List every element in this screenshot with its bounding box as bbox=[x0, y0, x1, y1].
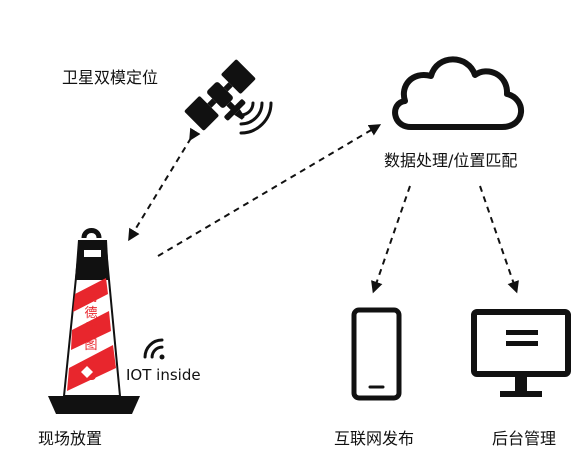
traffic-cone-icon: 高 德 地 图 bbox=[48, 228, 140, 414]
satellite-label: 卫星双模定位 bbox=[62, 68, 159, 87]
satellite-cone-link bbox=[128, 127, 201, 242]
cloud-label: 数据处理/位置匹配 bbox=[384, 151, 518, 170]
phone-label: 互联网发布 bbox=[334, 429, 415, 448]
iot-label: IOT inside bbox=[126, 366, 201, 384]
cloud-icon bbox=[392, 56, 525, 130]
cone-cloud-link bbox=[157, 124, 382, 257]
cone-label: 现场放置 bbox=[38, 429, 103, 448]
wifi-icon bbox=[143, 338, 165, 360]
connections bbox=[128, 124, 519, 294]
cloud-phone-link bbox=[371, 185, 411, 294]
cloud-monitor-link bbox=[479, 185, 519, 294]
satellite-icon bbox=[184, 59, 256, 131]
cone-char-2: 德 bbox=[84, 306, 97, 321]
cone-text: 高 德 地 图 bbox=[84, 289, 97, 353]
cone-char-4: 图 bbox=[84, 338, 97, 353]
cone-char-3: 地 bbox=[84, 322, 97, 337]
monitor-icon bbox=[471, 309, 571, 397]
smartphone-icon bbox=[351, 307, 402, 401]
monitor-label: 后台管理 bbox=[492, 429, 557, 448]
cone-char-1: 高 bbox=[84, 289, 97, 305]
satellite-signal bbox=[239, 101, 273, 135]
